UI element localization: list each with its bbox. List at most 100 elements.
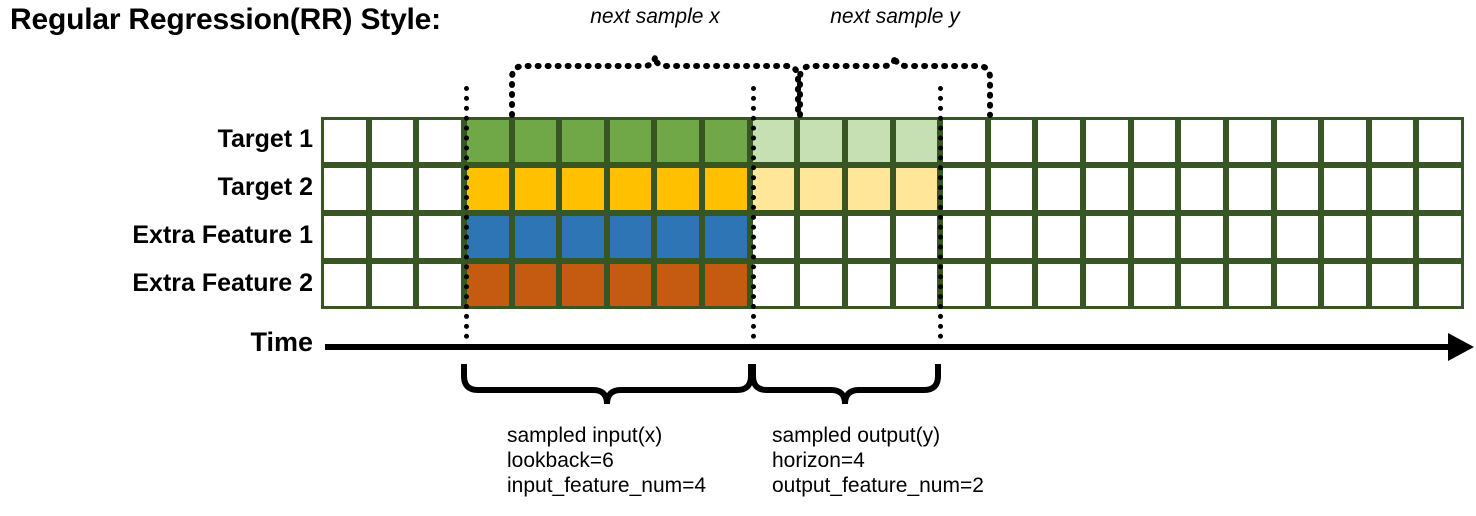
grid-cell	[892, 261, 941, 309]
timeline-grid	[321, 117, 1464, 309]
grid-cell	[749, 213, 798, 261]
grid-cell	[1178, 117, 1226, 165]
grid-cell	[940, 261, 988, 309]
grid-cell	[1035, 165, 1083, 213]
grid-cell	[1130, 117, 1179, 165]
grid-cell	[1178, 261, 1226, 309]
grid-cell	[1321, 213, 1369, 261]
grid-cell	[844, 165, 893, 213]
grid-cell	[1130, 165, 1179, 213]
grid-cell	[654, 261, 702, 309]
grid-cell	[416, 165, 464, 213]
grid-cell	[1225, 165, 1274, 213]
grid-cell	[844, 213, 893, 261]
grid-cell	[1178, 213, 1226, 261]
grid-cell	[1321, 261, 1369, 309]
grid-cell	[1035, 117, 1083, 165]
grid-cell	[892, 165, 941, 213]
grid-cell	[702, 117, 750, 165]
caption-sampled-output-line-3: output_feature_num=2	[772, 474, 984, 497]
grid-cell	[987, 213, 1036, 261]
grid-cell	[321, 165, 369, 213]
grid-cell	[1368, 213, 1417, 261]
grid-cell	[702, 261, 750, 309]
grid-cell	[987, 261, 1036, 309]
grid-cell	[1178, 165, 1226, 213]
grid-cell	[321, 117, 369, 165]
grid-cell	[559, 165, 607, 213]
grid-cell	[511, 213, 560, 261]
row-label-column: Target 1 Target 2 Extra Feature 1 Extra …	[8, 117, 313, 309]
grid-cell	[1083, 165, 1131, 213]
grid-cell	[1083, 117, 1131, 165]
grid-cell	[416, 117, 464, 165]
grid-row-target-1	[321, 117, 1464, 165]
row-label-target-1: Target 1	[217, 125, 313, 153]
time-axis-line	[325, 344, 1455, 350]
grid-cell	[1083, 261, 1131, 309]
grid-cell	[1273, 165, 1322, 213]
grid-cell	[940, 117, 988, 165]
time-axis-label: Time	[250, 327, 313, 357]
grid-cell	[797, 213, 845, 261]
grid-cell	[321, 261, 369, 309]
grid-cell	[463, 213, 512, 261]
grid-cell	[321, 213, 369, 261]
grid-cell	[1225, 261, 1274, 309]
caption-sampled-input-line-2: lookback=6	[507, 449, 614, 472]
grid-cell	[1416, 117, 1464, 165]
grid-cell	[1416, 261, 1464, 309]
grid-cell	[368, 213, 417, 261]
grid-cell	[654, 117, 702, 165]
caption-sampled-output: sampled output(y) horizon=4 output_featu…	[772, 423, 984, 498]
grid-cell	[606, 261, 655, 309]
grid-cell	[511, 165, 560, 213]
grid-cell	[368, 165, 417, 213]
grid-cell	[940, 165, 988, 213]
grid-cell	[749, 261, 798, 309]
grid-cell	[797, 165, 845, 213]
caption-sampled-input-line-1: sampled input(x)	[507, 424, 663, 447]
grid-cell	[749, 165, 798, 213]
grid-cell	[1416, 165, 1464, 213]
grid-cell	[797, 117, 845, 165]
grid-cell	[606, 213, 655, 261]
grid-cell	[1321, 165, 1369, 213]
bottom-brace-sampled-output	[750, 364, 941, 405]
grid-cell	[749, 117, 798, 165]
grid-cell	[511, 261, 560, 309]
grid-cell	[1130, 261, 1179, 309]
grid-cell	[368, 261, 417, 309]
caption-sampled-input: sampled input(x) lookback=6 input_featur…	[507, 423, 706, 498]
grid-cell	[1368, 261, 1417, 309]
grid-cell	[559, 117, 607, 165]
grid-cell	[416, 213, 464, 261]
row-label-extra-feature-2: Extra Feature 2	[132, 269, 313, 297]
guide-input-start	[464, 86, 469, 339]
caption-sampled-input-line-3: input_feature_num=4	[507, 474, 707, 497]
grid-cell	[892, 117, 941, 165]
grid-cell	[1035, 213, 1083, 261]
caption-next-sample-x: next sample x	[590, 5, 720, 28]
grid-cell	[368, 117, 417, 165]
grid-cell	[1035, 261, 1083, 309]
grid-cell	[1083, 213, 1131, 261]
grid-cell	[892, 213, 941, 261]
grid-cell	[1273, 261, 1322, 309]
grid-cell	[416, 261, 464, 309]
grid-cell	[987, 165, 1036, 213]
grid-cell	[702, 165, 750, 213]
row-label-extra-feature-1: Extra Feature 1	[132, 221, 313, 249]
top-brace-next-sample-y	[797, 55, 993, 118]
grid-cell	[1130, 213, 1179, 261]
right-arrow-icon	[1448, 333, 1474, 361]
grid-cell	[606, 165, 655, 213]
grid-cell	[1416, 213, 1464, 261]
grid-cell	[654, 165, 702, 213]
grid-cell	[1225, 117, 1274, 165]
guide-input-end	[751, 86, 756, 339]
grid-cell	[463, 261, 512, 309]
grid-cell	[844, 261, 893, 309]
grid-cell	[463, 117, 512, 165]
